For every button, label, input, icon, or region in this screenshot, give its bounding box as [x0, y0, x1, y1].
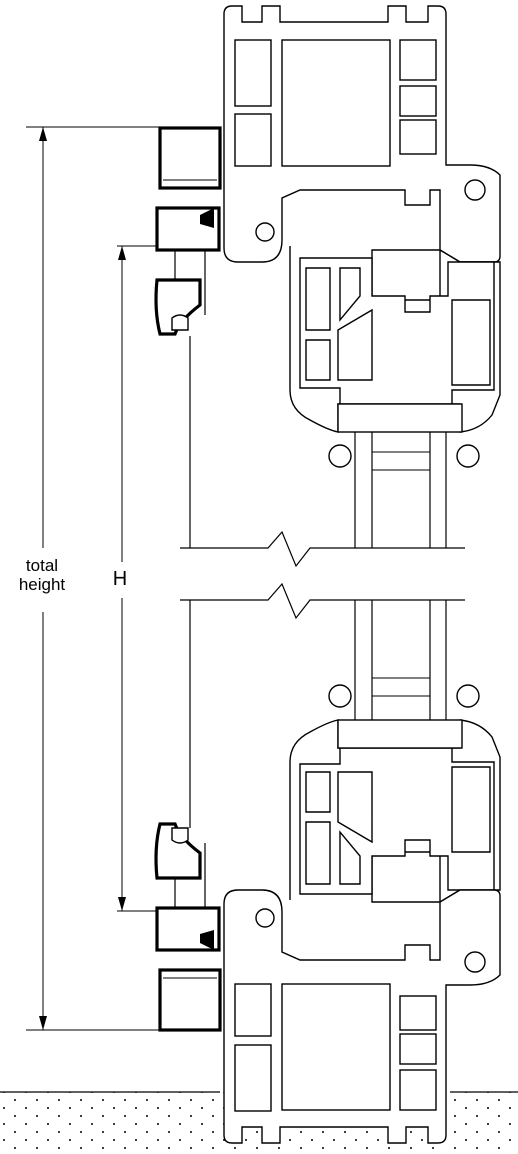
total-height-label-line2: height	[18, 575, 66, 594]
top-screen-rail	[154, 126, 222, 336]
h-dimension-label: H	[107, 568, 133, 590]
total-height-dimension	[26, 126, 165, 1031]
bottom-screen-rail	[154, 822, 222, 1032]
total-height-label: total height	[2, 556, 82, 594]
head-frame-profile	[223, 5, 501, 263]
top-sash-profile	[289, 246, 501, 468]
sill-frame-profile	[223, 889, 501, 1144]
glass-pane	[354, 430, 447, 720]
break-line-upper	[180, 530, 465, 568]
bottom-sash-profile	[289, 684, 501, 903]
total-height-label-line1: total	[25, 556, 59, 575]
break-line-lower	[180, 582, 465, 620]
